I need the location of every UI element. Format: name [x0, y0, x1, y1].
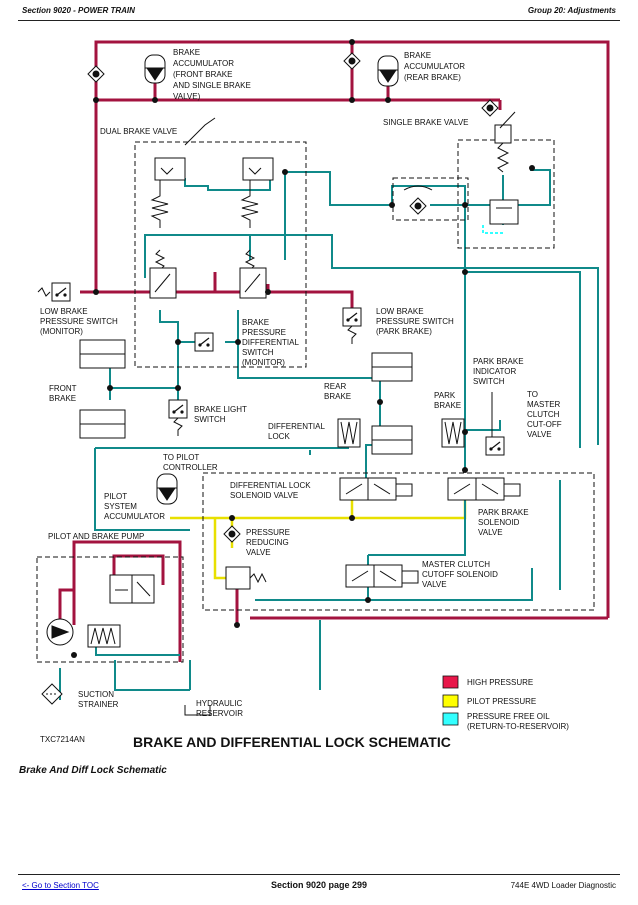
label-diff-switch: BRAKE PRESSURE DIFFERENTIAL SWITCH (MONI… [242, 318, 301, 367]
accumulator-rear [377, 55, 399, 87]
footer-rule [18, 874, 620, 875]
dual-brake-spools [149, 117, 274, 299]
label-low-brake-monitor: LOW BRAKE PRESSURE SWITCH (MONITOR) [40, 307, 120, 336]
legend-swatch-pilot [442, 694, 459, 708]
toc-link[interactable]: <- Go to Section TOC [22, 881, 99, 890]
pilot-accumulator [156, 473, 178, 505]
document-title: 744E 4WD Loader Diagnostic [510, 881, 616, 890]
pilot-brake-pump [41, 574, 211, 716]
label-low-brake-park: LOW BRAKE PRESSURE SWITCH (PARK BRAKE) [376, 307, 456, 336]
accumulator-front [144, 54, 166, 84]
return-lines [59, 169, 599, 700]
label-park-brake: PARK BRAKE [434, 391, 461, 410]
figure-id: TXC7214AN [40, 735, 85, 744]
pilot-pressure-lines [170, 498, 467, 580]
junction-dots [71, 39, 535, 658]
label-brake-light: BRAKE LIGHT SWITCH [194, 405, 249, 424]
legend: HIGH PRESSURE PILOT PRESSURE PRESSURE FR… [442, 675, 569, 731]
solenoid-valves [225, 477, 521, 590]
single-valve-outline [457, 139, 555, 249]
label-diff-solenoid: DIFFERENTIAL LOCK SOLENOID VALVE [230, 481, 313, 500]
label-pilot-accum: PILOT SYSTEM ACCUMULATOR [104, 492, 165, 521]
group-header: Group 20: Adjustments [527, 6, 616, 15]
label-accum-rear: BRAKE ACCUMULATOR (REAR BRAKE) [404, 51, 467, 82]
label-park-indicator: PARK BRAKE INDICATOR SWITCH [473, 357, 526, 386]
label-reservoir: HYDRAULIC RESERVOIR [196, 699, 244, 718]
label-master-solenoid: MASTER CLUTCH CUTOFF SOLENOID VALVE [422, 560, 500, 589]
inner-single-box [392, 177, 469, 221]
label-to-pilot: TO PILOT CONTROLLER [163, 453, 218, 472]
label-suction: SUCTION STRAINER [78, 690, 119, 709]
legend-swatch-return [442, 712, 459, 726]
brake-diff-switch [194, 332, 214, 352]
label-to-master: TO MASTER CLUTCH CUT-OFF VALVE [527, 390, 564, 439]
brake-cylinders [79, 339, 465, 455]
single-brake-spool [403, 111, 519, 225]
high-pressure-lines [58, 40, 610, 662]
label-pilot-pump: PILOT AND BRAKE PUMP [48, 532, 144, 541]
pump-outline [36, 556, 184, 663]
section-header: Section 9020 - POWER TRAIN [22, 6, 135, 15]
schematic-title: BRAKE AND DIFFERENTIAL LOCK SCHEMATIC [133, 734, 451, 750]
label-diff-lock: DIFFERENTIAL LOCK [268, 422, 327, 441]
solenoid-manifold-outline [202, 472, 595, 611]
label-rear-brake: REAR BRAKE [324, 382, 351, 401]
low-brake-switch-monitor [51, 282, 71, 302]
label-dual-valve: DUAL BRAKE VALVE [100, 127, 177, 136]
legend-label-return: PRESSURE FREE OIL [467, 712, 550, 721]
legend-sublabel-return: (RETURN-TO-RESERVOIR) [467, 722, 569, 731]
brake-light-switch [168, 399, 188, 419]
label-single-valve: SINGLE BRAKE VALVE [383, 118, 469, 127]
label-pressure-reducing: PRESSURE REDUCING VALVE [246, 528, 292, 557]
legend-label-high: HIGH PRESSURE [467, 678, 533, 687]
header-rule [18, 20, 620, 21]
label-accum-front: BRAKE ACCUMULATOR (FRONT BRAKE AND SINGL… [173, 48, 253, 101]
return-dashed-line [482, 225, 503, 234]
low-brake-switch-park [342, 307, 362, 327]
legend-label-pilot: PILOT PRESSURE [467, 697, 536, 706]
figure-caption: Brake And Diff Lock Schematic [19, 765, 167, 776]
legend-swatch-high [442, 675, 459, 689]
dual-valve-outline [134, 141, 307, 368]
park-indicator-switch [485, 436, 505, 456]
label-park-solenoid: PARK BRAKE SOLENOID VALVE [478, 508, 531, 537]
label-front-brake: FRONT BRAKE [49, 384, 79, 403]
